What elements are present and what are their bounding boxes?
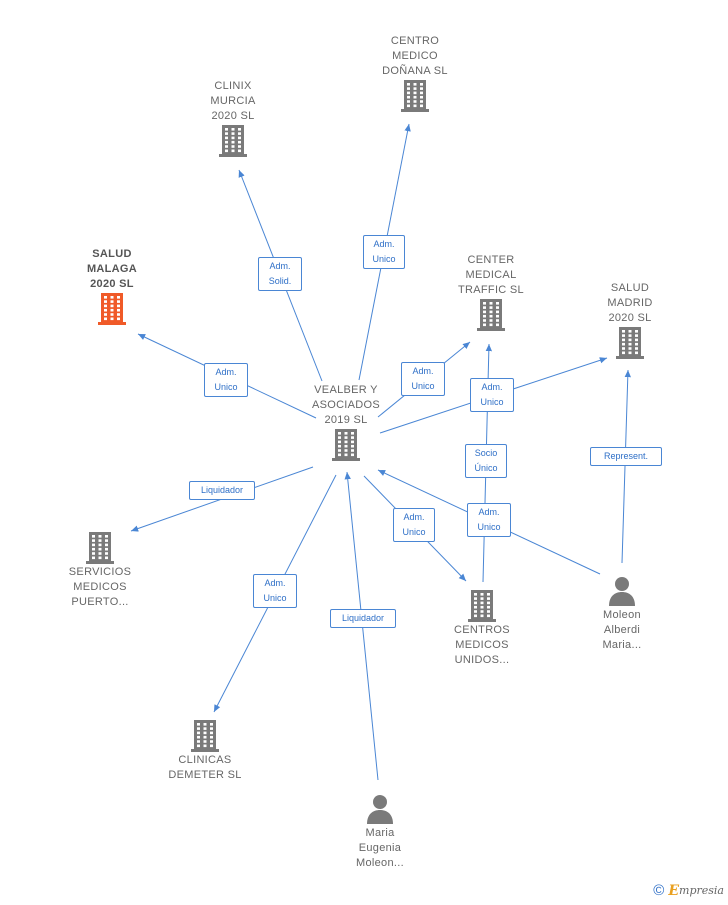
edge-label-vealber-malaga[interactable]: Adm.Unico [204, 363, 248, 397]
edge-label-moleon-madrid[interactable]: Represent. [590, 447, 662, 466]
edge-label-vealber-demeter[interactable]: Adm.Unico [253, 574, 297, 608]
edge-label-moleon-vealber[interactable]: Adm.Unico [467, 503, 511, 537]
edge-label-vealber-traffic[interactable]: Adm.Unico [401, 362, 445, 396]
building-icon [401, 80, 429, 112]
building-icon [332, 429, 360, 461]
building-icon [86, 532, 114, 564]
person-icon [367, 795, 393, 824]
edge-label-vealber-clinix[interactable]: Adm.Solid. [258, 257, 302, 291]
copyright-icon: © [653, 882, 665, 899]
building-icon [477, 299, 505, 331]
building-icon [98, 293, 126, 325]
building-icon [616, 327, 644, 359]
edge-label-maria-vealber[interactable]: Liquidador [330, 609, 396, 628]
brand-logo-e: E [668, 882, 680, 899]
edge-label-vealber-servicios[interactable]: Liquidador [189, 481, 255, 500]
brand-logo-text: mpresia [679, 884, 724, 897]
building-icon [191, 720, 219, 752]
edge-label-vealber-unidos[interactable]: Adm.Unico [393, 508, 435, 542]
edge-label-vealber-madrid[interactable]: Adm.Unico [470, 378, 514, 412]
building-icon [468, 590, 496, 622]
edge-label-vealber-donana[interactable]: Adm.Unico [363, 235, 405, 269]
person-icon [609, 577, 635, 606]
building-icon [219, 125, 247, 157]
edge-line-moleon-madrid [621, 369, 631, 564]
